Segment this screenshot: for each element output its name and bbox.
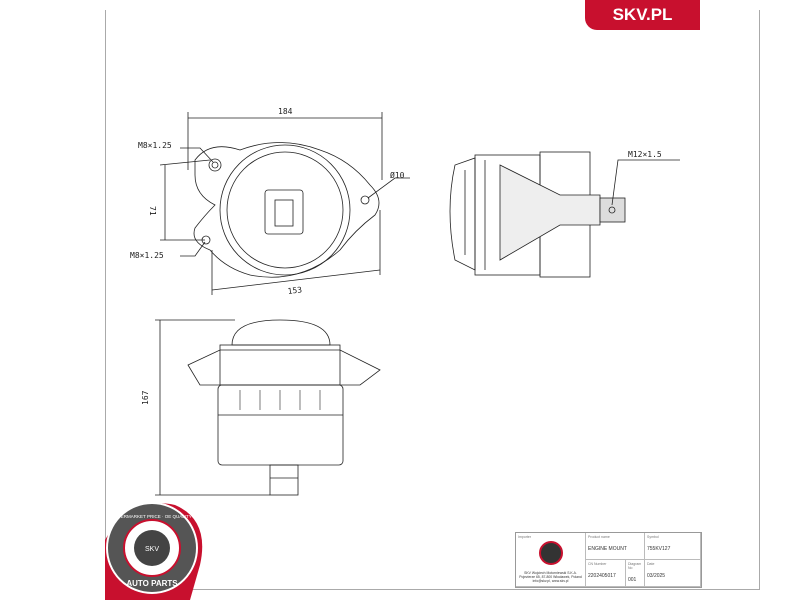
- top-view: [159, 112, 410, 295]
- cn-number: 2202405017: [588, 573, 616, 579]
- date-cell: Date 03/2025: [645, 560, 701, 587]
- drawing-frame: [105, 10, 760, 590]
- cn-cell: CN Number 2202405017: [586, 560, 626, 587]
- importer-cell: Importer SKV Wojciech Motorniewski S.K.A…: [516, 533, 586, 587]
- product-name: ENGINE MOUNT: [588, 546, 627, 552]
- importer-line: info@skv.pl, www.skv.pl: [532, 579, 569, 583]
- brand-logo[interactable]: SKV.PL: [585, 0, 700, 30]
- symbol: 755KV127: [647, 546, 671, 552]
- dim-height: 167: [141, 390, 150, 405]
- dim-spacing: 71: [148, 206, 157, 216]
- symbol-cell: Symbol 755KV127: [645, 533, 701, 560]
- importer-logo: [538, 541, 563, 565]
- dim-width-top: 184: [278, 107, 293, 116]
- dim-thread-lower: M8×1.25: [130, 251, 164, 260]
- product-name-label: Product name: [588, 535, 610, 539]
- importer-line: Pojezierze 65, 87-800 Włocławek, Poland: [519, 575, 582, 579]
- importer-line: SKV Wojciech Motorniewski S.K.A.: [524, 571, 577, 575]
- title-block: Importer SKV Wojciech Motorniewski S.K.A…: [515, 532, 702, 588]
- dim-hole-diameter: Ø10: [390, 170, 405, 180]
- section-view: [449, 151, 680, 278]
- dim-stud-thread: M12×1.5: [628, 150, 662, 159]
- diagram-cell: Diagram No 001: [626, 560, 645, 587]
- front-view: [155, 319, 381, 496]
- product-name-cell: Product name ENGINE MOUNT: [586, 533, 645, 560]
- dim-thread-upper: M8×1.25: [138, 141, 172, 150]
- dim-diagonal: 153: [287, 285, 303, 296]
- cn-label: CN Number: [588, 562, 607, 566]
- importer-label: Importer: [518, 535, 532, 539]
- date: 03/2025: [647, 573, 666, 579]
- stamp-top-text: AFTERMARKET PRICE · OE QUALITY: [112, 514, 191, 519]
- date-label: Date: [647, 562, 655, 566]
- stamp-center: SKV: [145, 546, 159, 553]
- skv-stamp: SKV AFTERMARKET PRICE · OE QUALITY AUTO …: [105, 502, 203, 600]
- stamp-bottom-text: AUTO PARTS: [126, 579, 178, 588]
- symbol-label: Symbol: [647, 535, 659, 539]
- diagram-number: 001: [628, 577, 637, 583]
- diagram-label: Diagram No: [628, 562, 642, 570]
